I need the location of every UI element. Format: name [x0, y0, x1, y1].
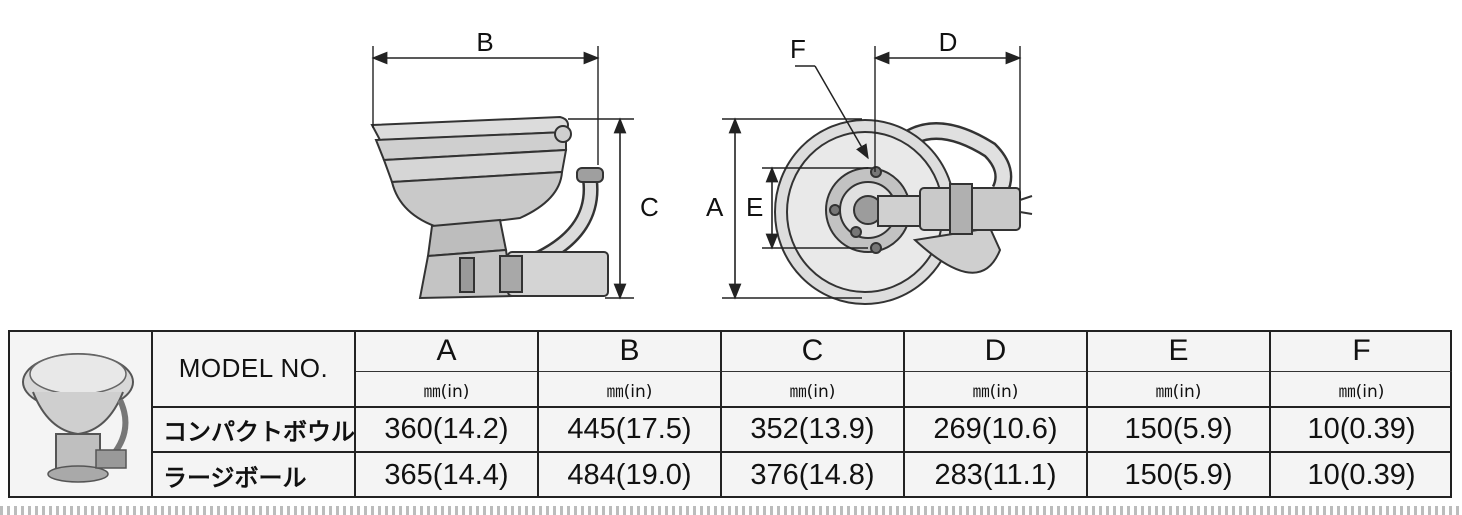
table-cell: 484(19.0): [539, 453, 722, 498]
table-cell: 10(0.39): [1271, 408, 1452, 453]
table-cell: 352(13.9): [722, 408, 905, 453]
table-cell: 445(17.5): [539, 408, 722, 453]
unit-label-b: ㎜(in): [539, 372, 722, 408]
spec-table: [8, 330, 1452, 498]
column-header-c: C: [722, 330, 905, 372]
unit-label-f: ㎜(in): [1271, 372, 1452, 408]
column-header-e: E: [1088, 330, 1271, 372]
model-number-header: MODEL NO.: [153, 330, 356, 408]
table-cell: 10(0.39): [1307, 459, 1416, 491]
table-cell: 150(5.9): [1088, 408, 1271, 453]
dimension-label-f: F: [790, 34, 806, 64]
dimension-label-a: A: [706, 192, 724, 222]
column-header-f: F: [1271, 330, 1452, 372]
model-name-compact-bowl: コンパクトボウル: [153, 408, 356, 453]
table-cell: 360(14.2): [356, 408, 539, 453]
unit-label-a: ㎜(in): [356, 372, 539, 408]
column-header-b: B: [539, 330, 722, 372]
toilet-thumbnail-image: [22, 353, 134, 483]
side-view-toilet: [370, 115, 609, 300]
table-cell: 365(14.4): [356, 453, 539, 498]
unit-label-e: ㎜(in): [1088, 372, 1271, 408]
toilet-thumbnail: [8, 330, 153, 498]
table-cell: 150(5.9): [1088, 453, 1271, 498]
column-header-d: D: [905, 330, 1088, 372]
model-name-large-bowl: ラージボール: [153, 453, 356, 498]
table-cell: 376(14.8): [722, 453, 905, 498]
dimension-label-b: B: [476, 27, 493, 57]
dimension-label-d: D: [939, 27, 958, 57]
unit-label-c: ㎜(in): [722, 372, 905, 408]
page-bottom-edge: [0, 506, 1462, 515]
column-header-a: A: [356, 330, 539, 372]
dimension-label-c: C: [640, 192, 659, 222]
table-cell: 283(11.1): [905, 453, 1088, 498]
table-cell: 269(10.6): [905, 408, 1088, 453]
dimension-label-e: E: [746, 192, 763, 222]
unit-label-d: ㎜(in): [905, 372, 1088, 408]
top-view-toilet: [774, 119, 1033, 305]
dimension-drawing: B C D F A: [370, 27, 1033, 305]
